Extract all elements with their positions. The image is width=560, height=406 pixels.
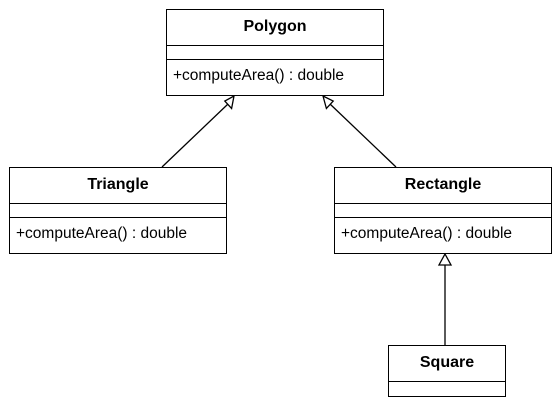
class-attributes-compartment	[167, 46, 383, 60]
class-name: Triangle	[10, 168, 226, 204]
generalization-square-to-rectangle	[437, 252, 453, 345]
class-attributes-compartment	[335, 204, 551, 218]
class-box-polygon[interactable]: Polygon +computeArea() : double	[166, 9, 384, 96]
class-operation: +computeArea() : double	[16, 225, 188, 242]
generalization-arrowhead-icon	[321, 94, 335, 110]
class-attributes-compartment	[10, 204, 226, 218]
class-name: Polygon	[167, 10, 383, 46]
class-name: Square	[389, 346, 505, 382]
class-box-square[interactable]: Square	[388, 345, 506, 397]
generalization-arrowhead-icon	[437, 252, 453, 266]
generalization-arrowhead-icon	[223, 94, 235, 110]
class-box-triangle[interactable]: Triangle +computeArea() : double	[9, 167, 227, 254]
class-operation: +computeArea() : double	[341, 225, 513, 242]
class-box-rectangle[interactable]: Rectangle +computeArea() : double	[334, 167, 552, 254]
connector-line	[329, 103, 397, 168]
class-name: Rectangle	[335, 168, 551, 204]
generalization-rectangle-to-polygon	[321, 94, 397, 168]
generalization-triangle-to-polygon	[161, 94, 235, 168]
connector-line	[161, 103, 229, 168]
class-attributes-compartment	[389, 382, 505, 396]
class-operation: +computeArea() : double	[173, 67, 345, 84]
